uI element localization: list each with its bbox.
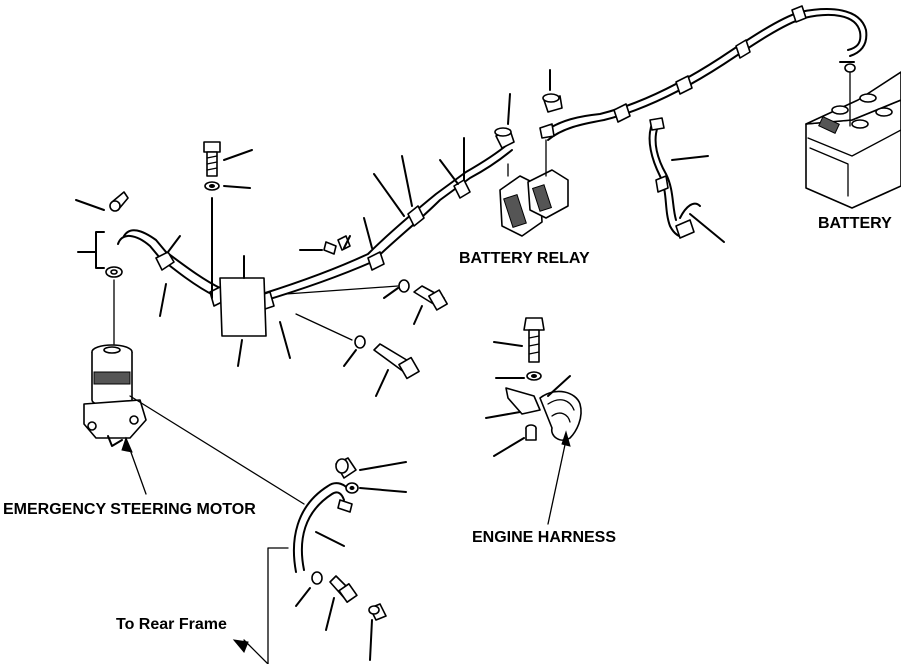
rear-cable-drawing — [121, 395, 571, 664]
bolt-upper-left — [203, 141, 253, 191]
engine-harness-label: ENGINE HARNESS — [472, 529, 617, 546]
to-rear-frame-label: To Rear Frame — [116, 616, 227, 633]
leader-lines-harness — [159, 137, 465, 367]
emergency-steering-motor-label: EMERGENCY STEERING MOTOR — [3, 501, 256, 518]
engine-harness-drawing — [485, 317, 582, 457]
emergency-steering-motor-drawing — [75, 191, 147, 447]
bolt-center-upper — [383, 279, 448, 325]
battery-relay-drawing — [494, 69, 569, 237]
battery-label: BATTERY — [818, 215, 892, 232]
main-cable-harness — [117, 5, 868, 337]
branch-harness — [648, 117, 725, 243]
battery-relay-label: BATTERY RELAY — [459, 250, 590, 267]
bolt-center-lower — [285, 285, 420, 397]
battery-drawing — [805, 61, 901, 209]
